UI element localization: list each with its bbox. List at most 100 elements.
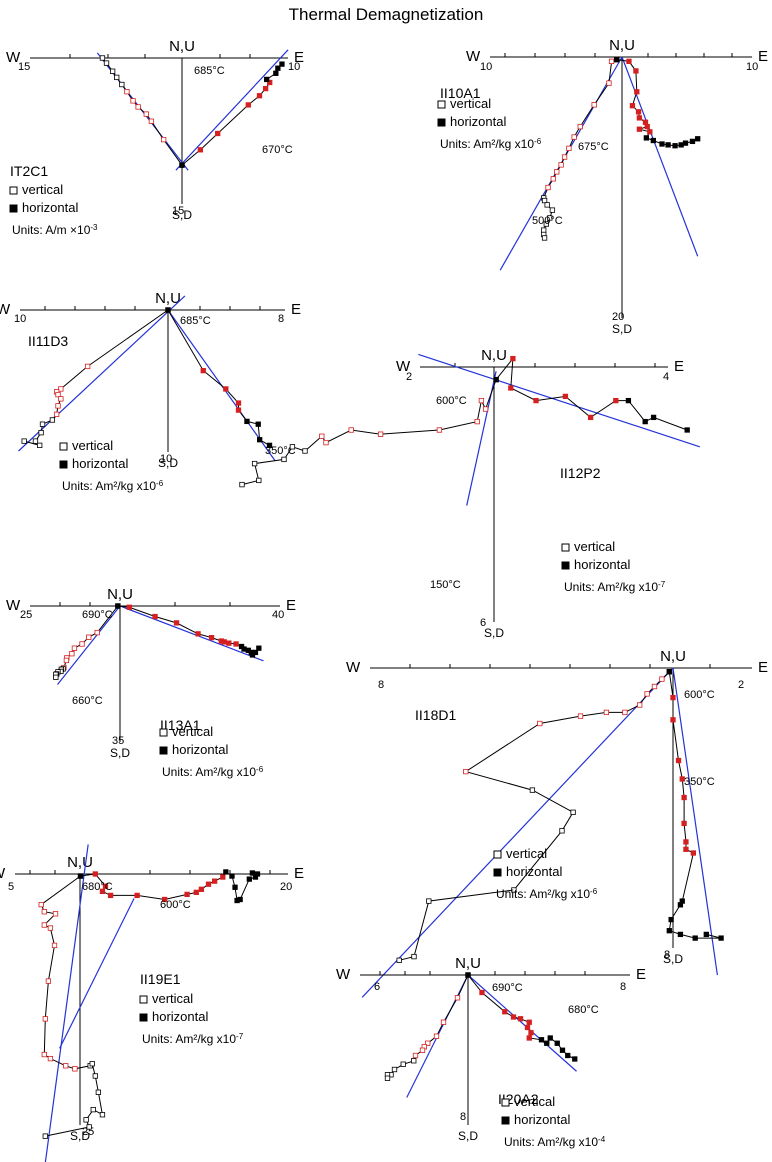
tick-label-right: 20 — [280, 881, 292, 893]
vertical-projection-point — [41, 922, 47, 928]
vertical-projection-point — [554, 169, 560, 175]
horizontal-projection-point — [223, 869, 229, 875]
horizontal-projection-point — [256, 93, 263, 99]
legend-horizontal-label: horizontal — [152, 1009, 208, 1024]
legend-horizontal-label: horizontal — [450, 114, 506, 129]
vertical-projection-point — [577, 123, 583, 130]
vertical-projection-point — [561, 154, 568, 160]
horizontal-projection-point — [245, 102, 251, 108]
axis-label-w: W — [336, 966, 351, 983]
horizontal-projection-point — [629, 103, 636, 109]
axis-label-north-up: N,U — [455, 955, 481, 972]
vertical-projection-point — [545, 184, 551, 191]
horizontal-projection-point — [237, 896, 243, 903]
horizontal-projection-point — [205, 881, 212, 887]
horizontal-projection-point — [235, 400, 242, 406]
units-label: Units: Am²/kg x10-7 — [564, 580, 666, 595]
horizontal-projection-point — [246, 876, 252, 882]
vertical-projection-point — [651, 683, 658, 690]
vertical-projection-point — [99, 55, 106, 61]
fit-line — [175, 49, 289, 171]
horizontal-projection-point — [197, 147, 204, 153]
vertical-projection-point — [58, 386, 64, 392]
horizontal-projection-point — [165, 307, 171, 313]
legend-horizontal-symbol — [561, 561, 570, 570]
horizontal-projection-point — [517, 1016, 524, 1022]
vertical-projection-point — [482, 406, 489, 412]
axis-label-e: E — [758, 48, 768, 65]
horizontal-projection-point — [152, 613, 158, 620]
horizontal-projection-point — [244, 418, 250, 425]
legend-horizontal-label: horizontal — [514, 1112, 570, 1127]
horizontal-projection-point — [510, 355, 516, 362]
vertical-projection-point — [302, 448, 308, 454]
vertical-projection-point — [114, 74, 120, 81]
vertical-projection-point — [109, 68, 116, 74]
horizontal-projection-point — [266, 442, 273, 449]
horizontal-projection-point — [267, 79, 273, 86]
axis-label-south-down: S,D — [458, 1129, 478, 1143]
vertical-projection-point — [47, 1055, 54, 1062]
horizontal-projection-point — [184, 891, 190, 898]
horizontal-projection-point — [493, 376, 499, 383]
horizontal-projection-point — [526, 1035, 532, 1041]
axis-label-e: E — [294, 49, 304, 66]
horizontal-projection-point — [92, 871, 98, 877]
vertical-projection-point — [570, 809, 576, 815]
vertical-projection-point — [49, 417, 56, 423]
vertical-projection-point — [400, 1061, 406, 1067]
axis-label-e: E — [636, 966, 646, 983]
horizontal-projection-point — [695, 136, 701, 142]
horizontal-projection-point — [559, 1047, 566, 1053]
tick-label-left: 25 — [20, 609, 32, 621]
horizontal-projection-point — [647, 129, 653, 135]
vertical-projection-point — [577, 713, 584, 719]
fit-line — [418, 353, 700, 448]
temperature-annotation: 600°C — [684, 689, 715, 701]
vertical-projection-point — [95, 1089, 102, 1095]
axis-label-north-up: N,U — [169, 38, 195, 55]
fit-line — [18, 295, 186, 452]
legend-vertical-label: vertical — [506, 846, 547, 861]
panel-ii19e1: WEN,US,D52025680°C600°CII19E1verticalhor… — [0, 844, 304, 1162]
legend-vertical-symbol — [139, 995, 148, 1004]
vertical-projection-point — [160, 136, 167, 143]
vertical-projection-point — [69, 651, 75, 657]
vertical-projection-point — [143, 111, 149, 117]
vertical-projection-point — [53, 411, 60, 417]
axis-label-e: E — [294, 865, 304, 882]
temperature-annotation: 150°C — [430, 579, 461, 591]
horizontal-projection-point — [255, 421, 261, 427]
vertical-projection-point — [99, 1112, 106, 1118]
horizontal-projection-point — [256, 645, 262, 651]
units-label: Units: Am²/kg x10-7 — [142, 1032, 244, 1047]
horizontal-projection-point — [670, 717, 676, 723]
horizontal-projection-path — [616, 59, 698, 147]
legend-horizontal-label: horizontal — [506, 864, 562, 879]
vertical-projection-point — [53, 674, 59, 680]
units-label: Units: Am²/kg x10-6 — [162, 765, 264, 780]
horizontal-projection-point — [626, 58, 632, 64]
horizontal-projection-point — [254, 871, 261, 877]
tick-label-right: 4 — [663, 371, 669, 383]
horizontal-projection-point — [668, 916, 674, 923]
horizontal-projection-point — [162, 896, 168, 903]
vertical-projection-point — [637, 702, 643, 708]
horizontal-projection-point — [102, 883, 109, 889]
vertical-projection-point — [558, 162, 564, 168]
vertical-projection-point — [547, 215, 553, 221]
vertical-projection-point — [281, 456, 287, 463]
temperature-annotation: 690°C — [492, 982, 523, 994]
sample-label: II11D3 — [28, 333, 68, 349]
horizontal-projection-point — [565, 1052, 571, 1059]
vertical-projection-point — [86, 1124, 92, 1130]
vertical-projection-point — [511, 887, 517, 893]
vertical-projection-point — [42, 1016, 48, 1022]
vertical-projection-point — [130, 98, 136, 104]
axis-label-w: W — [6, 49, 21, 66]
horizontal-projection-point — [634, 89, 640, 95]
horizontal-projection-point — [690, 850, 696, 856]
horizontal-projection-point — [643, 135, 650, 141]
horizontal-projection-point — [226, 640, 232, 646]
vertical-projection-point — [571, 134, 577, 140]
